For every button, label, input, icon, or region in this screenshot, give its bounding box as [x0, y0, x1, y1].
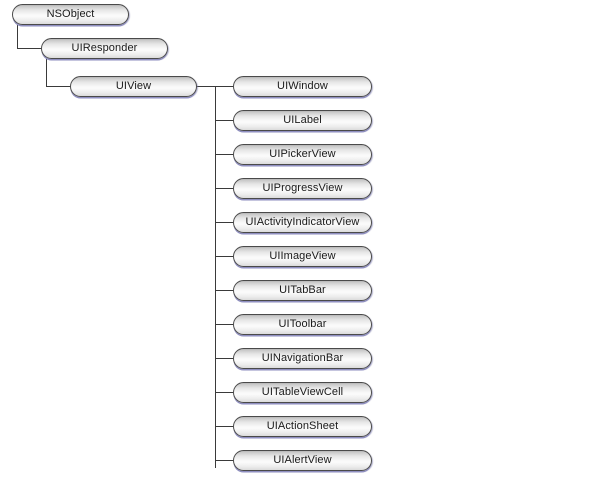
- class-node-uitoolbar[interactable]: UIToolbar: [233, 314, 372, 335]
- class-node-uiactionsheet[interactable]: UIActionSheet: [233, 416, 372, 437]
- connector-stub-uipickerview: [215, 154, 233, 155]
- connector-stub-uiwindow: [215, 86, 233, 87]
- class-node-label: UIActionSheet: [266, 420, 339, 432]
- connector-nsobject-vertical: [17, 25, 18, 49]
- class-node-label: UILabel: [283, 114, 322, 126]
- connector-stub-uinavigationbar: [215, 358, 233, 359]
- connector-stub-uitableviewcell: [215, 392, 233, 393]
- class-node-label: UIPickerView: [269, 148, 336, 160]
- connector-stub-uiimageview: [215, 256, 233, 257]
- class-node-label: UIProgressView: [262, 182, 343, 194]
- class-node-uialertview[interactable]: UIAlertView: [233, 450, 372, 471]
- class-node-uiimageview[interactable]: UIImageView: [233, 246, 372, 267]
- class-node-uiresponder[interactable]: UIResponder: [41, 38, 168, 59]
- class-node-label: UIResponder: [71, 42, 138, 54]
- connector-nsobject-horizontal: [17, 48, 42, 49]
- class-node-label: UIWindow: [277, 80, 328, 92]
- connector-stub-uiactivityindicatorview: [215, 222, 233, 223]
- class-node-label: UIAlertView: [273, 454, 332, 466]
- class-node-label: UITabBar: [279, 284, 326, 296]
- connector-uiresponder-horizontal: [46, 86, 71, 87]
- class-node-uinavigationbar[interactable]: UINavigationBar: [233, 348, 372, 369]
- class-node-label: UITableViewCell: [261, 386, 344, 398]
- connector-stub-uialertview: [215, 460, 233, 461]
- class-node-label: UIImageView: [269, 250, 336, 262]
- connector-stub-uitabbar: [215, 290, 233, 291]
- class-node-uiprogressview[interactable]: UIProgressView: [233, 178, 372, 199]
- class-node-uiwindow[interactable]: UIWindow: [233, 76, 372, 97]
- class-node-label: NSObject: [46, 8, 95, 20]
- connector-uiview-to-trunk: [197, 86, 216, 87]
- class-node-label: UIActivityIndicatorView: [245, 216, 360, 228]
- class-node-uitabbar[interactable]: UITabBar: [233, 280, 372, 301]
- connector-stub-uiprogressview: [215, 188, 233, 189]
- connector-stub-uiactionsheet: [215, 426, 233, 427]
- class-node-uitableviewcell[interactable]: UITableViewCell: [233, 382, 372, 403]
- class-node-uipickerview[interactable]: UIPickerView: [233, 144, 372, 165]
- connector-stub-uilabel: [215, 120, 233, 121]
- class-node-label: UIToolbar: [278, 318, 327, 330]
- class-node-uilabel[interactable]: UILabel: [233, 110, 372, 131]
- class-node-nsobject[interactable]: NSObject: [12, 4, 129, 25]
- class-node-uiactivityindicatorview[interactable]: UIActivityIndicatorView: [233, 212, 372, 233]
- class-node-uiview[interactable]: UIView: [70, 76, 197, 97]
- connector-stub-uitoolbar: [215, 324, 233, 325]
- connector-subclass-trunk: [215, 86, 216, 468]
- class-node-label: UINavigationBar: [261, 352, 344, 364]
- connector-uiresponder-vertical: [46, 59, 47, 87]
- class-node-label: UIView: [115, 80, 152, 92]
